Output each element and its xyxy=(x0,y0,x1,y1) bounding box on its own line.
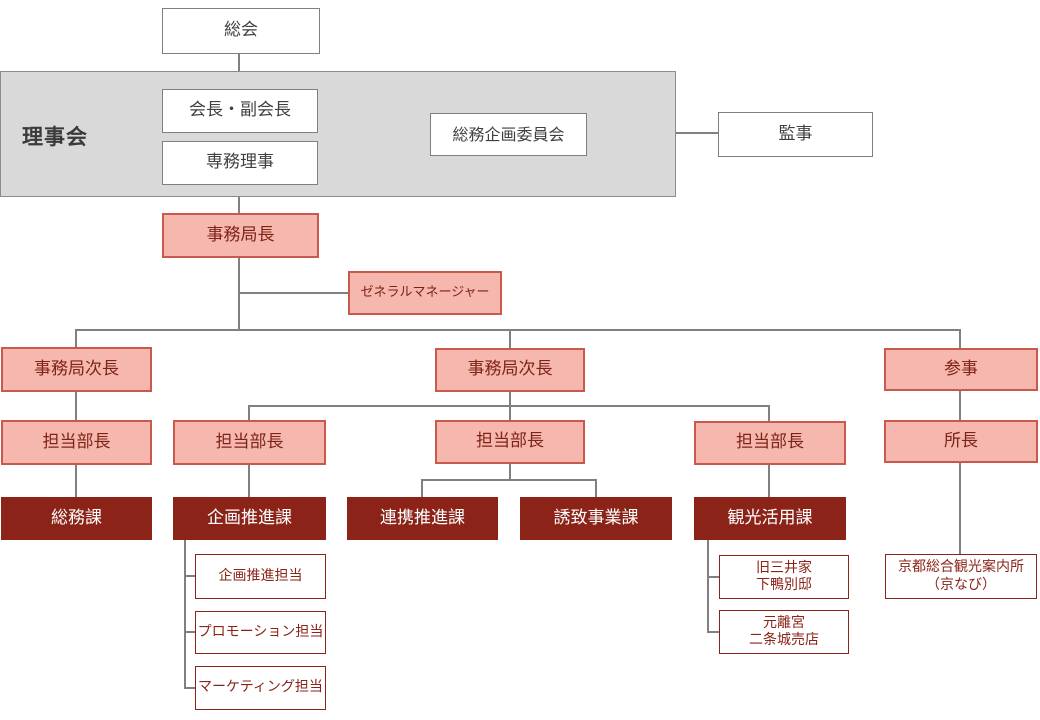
connector-tourism-spine xyxy=(707,540,709,633)
connector-rail-deputy2 xyxy=(509,329,511,349)
connector-rail-attraction xyxy=(595,479,597,498)
connector-rail-director4 xyxy=(768,405,770,422)
connector-general-manager xyxy=(240,292,348,294)
connector-office-director-kyonavi xyxy=(959,463,961,555)
node-cooperation-promotion-section: 連携推進課 xyxy=(347,497,498,540)
node-councilor: 参事 xyxy=(884,348,1038,391)
connector-main-rail xyxy=(75,329,961,331)
kyonavi-line1: 京都総合観光案内所 xyxy=(898,559,1024,575)
connector-director3-stem xyxy=(509,464,511,481)
node-planning-promotion-section: 企画推進課 xyxy=(173,497,326,540)
node-office-director: 所長 xyxy=(884,420,1038,463)
connector-rail-director2 xyxy=(248,405,250,421)
node-mitsui-villa: 旧三井家 下鴨別邸 xyxy=(719,555,849,599)
connector-director2-planning xyxy=(248,465,250,498)
connector-rail-director3 xyxy=(509,405,511,421)
connector-assembly-board xyxy=(238,54,240,72)
connector-stub-marketing-team xyxy=(184,687,196,689)
mitsui-villa-line2: 下鴨別邸 xyxy=(756,577,812,593)
node-general-manager: ゼネラルマネージャー xyxy=(348,271,502,315)
node-department-director-4: 担当部長 xyxy=(694,421,846,465)
connector-stub-planning-team xyxy=(184,575,196,577)
node-kyonavi-info-center: 京都総合観光案内所 （京なび） xyxy=(885,554,1037,599)
connector-rail-councilor xyxy=(959,329,961,349)
node-deputy-secretary-general-2: 事務局次長 xyxy=(435,348,585,392)
connector-councilor-office-director xyxy=(959,391,961,421)
node-marketing-team: マーケティング担当 xyxy=(195,666,326,710)
kyonavi-line2: （京なび） xyxy=(926,576,996,593)
node-secretary-general: 事務局長 xyxy=(162,213,319,258)
node-executive-director: 専務理事 xyxy=(162,141,318,185)
node-department-director-1: 担当部長 xyxy=(1,420,152,465)
node-deputy-secretary-general-1: 事務局次長 xyxy=(1,347,152,392)
connector-board-auditor xyxy=(676,132,718,134)
connector-rail-deputy1 xyxy=(75,329,77,348)
connector-stub-promotion-team xyxy=(184,631,196,633)
board-label: 理事会 xyxy=(22,125,88,149)
node-department-director-3: 担当部長 xyxy=(435,420,585,464)
node-general-affairs-planning-committee: 総務企画委員会 xyxy=(430,113,587,156)
connector-stub-mitsui xyxy=(707,576,720,578)
nijo-castle-shop-line1: 元離宮 xyxy=(763,614,805,631)
connector-deputy2-stem xyxy=(509,392,511,406)
connector-director1-general-affairs xyxy=(75,465,77,498)
node-tourism-utilization-section: 観光活用課 xyxy=(694,497,846,540)
node-auditor: 監事 xyxy=(718,112,873,157)
node-nijo-castle-shop: 元離宮 二条城売店 xyxy=(719,610,849,654)
node-chair-vice-chair: 会長・副会長 xyxy=(162,89,318,133)
nijo-castle-shop-line2: 二条城売店 xyxy=(749,632,819,648)
mitsui-villa-line1: 旧三井家 xyxy=(756,559,812,576)
connector-director4-tourism xyxy=(768,465,770,498)
connector-stub-nijo xyxy=(707,631,720,633)
node-planning-team: 企画推進担当 xyxy=(195,554,326,599)
node-attraction-business-section: 誘致事業課 xyxy=(520,497,672,540)
connector-board-secretary xyxy=(238,185,240,214)
connector-sections-rail xyxy=(421,479,597,481)
node-promotion-team: プロモーション担当 xyxy=(195,611,326,654)
connector-planning-spine xyxy=(184,540,186,689)
node-general-affairs-section: 総務課 xyxy=(1,497,152,540)
node-general-assembly: 総会 xyxy=(162,8,320,54)
connector-rail-cooperation xyxy=(421,479,423,498)
connector-secretary-stem xyxy=(238,258,240,331)
node-department-director-2: 担当部長 xyxy=(173,420,326,465)
connector-deputy1-director1 xyxy=(75,392,77,420)
